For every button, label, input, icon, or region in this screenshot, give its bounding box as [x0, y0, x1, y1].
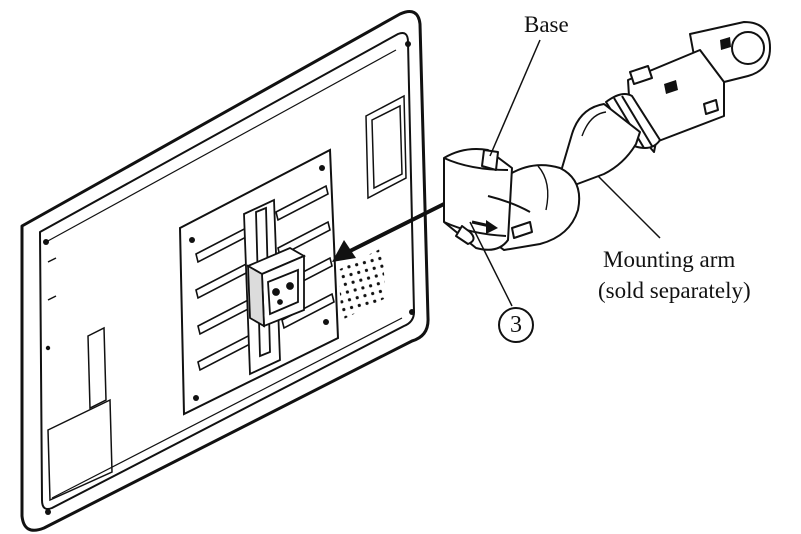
speaker-grill [338, 248, 386, 320]
side-connectors [47, 257, 113, 502]
mounting-arm-label: Mounting arm [603, 247, 736, 272]
insert-arrow [332, 202, 445, 262]
plate-screws [189, 165, 329, 401]
base-label: Base [524, 12, 569, 37]
monitor-screws [43, 41, 415, 515]
plate-bracket [245, 246, 307, 328]
plate-slots [195, 184, 335, 372]
mounting-arm [443, 21, 771, 251]
step-number: 3 [510, 311, 522, 338]
leader-lines [469, 39, 661, 307]
sold-separately-label: (sold separately) [598, 278, 751, 303]
top-recess [365, 94, 407, 200]
step-number-badge: 3 [498, 307, 534, 343]
base-arrow [471, 220, 498, 234]
